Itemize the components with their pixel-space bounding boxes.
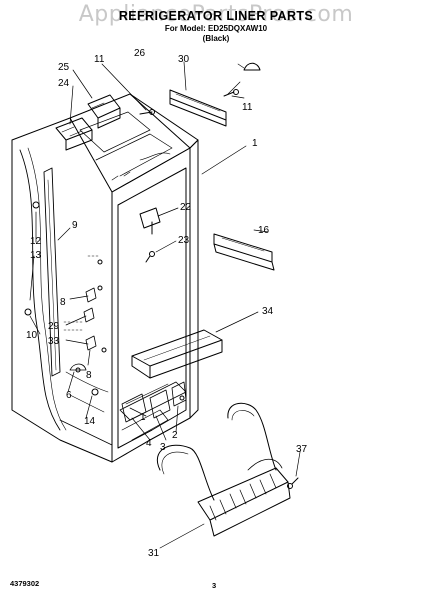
callout-8b: 8 [86, 370, 92, 381]
callout-22: 22 [180, 202, 192, 213]
callout-12: 12 [30, 236, 42, 247]
watermark: AppliancePartsPros.com [78, 2, 354, 27]
callout-2: 2 [172, 430, 178, 441]
part-34-shelf-rail [131, 329, 223, 379]
callout-1: 1 [252, 138, 258, 149]
part-26-rail [169, 89, 227, 127]
model-number: For Model: ED25DQXAW10 [164, 24, 268, 33]
callout-31: 31 [148, 548, 160, 559]
document-number: 4379302 [10, 579, 40, 588]
callout-11: 11 [94, 54, 105, 65]
callout-30: 30 [178, 54, 190, 65]
callout-34: 34 [262, 306, 274, 317]
callout-9: 9 [72, 220, 78, 231]
part-37-screw [287, 477, 299, 489]
callout-16: 16 [258, 225, 270, 236]
part-11-screw-right [223, 89, 239, 97]
callout-10: 10 [26, 330, 38, 341]
color-variant: (Black) [202, 34, 230, 43]
leader-lines [29, 61, 301, 549]
part-31-crisper-cover [156, 402, 291, 537]
callout-24: 24 [58, 78, 70, 89]
callout-numbers: 30 26 11 25 24 11 1 22 9 16 23 12 13 8 3… [26, 48, 308, 559]
callout-6: 6 [66, 390, 72, 401]
liner-cabinet [11, 93, 199, 463]
callout-4: 4 [146, 438, 152, 449]
part-22-bracket [139, 207, 161, 235]
callout-8: 8 [60, 297, 66, 308]
part-11-screw-top [139, 109, 155, 115]
callout-25: 25 [58, 62, 70, 73]
callout-26: 26 [134, 48, 146, 59]
part-25-24-bracket [55, 94, 121, 151]
callout-29: 29 [48, 321, 60, 332]
part-23-screw [145, 251, 155, 263]
callout-1b: 1 [140, 412, 146, 423]
callout-14: 14 [84, 416, 96, 427]
callout-33: 33 [48, 336, 60, 347]
callout-3: 3 [160, 442, 166, 453]
callout-23: 23 [178, 235, 190, 246]
callout-11b: 11 [242, 102, 253, 113]
page-number: 3 [212, 581, 217, 590]
callout-13: 13 [30, 250, 42, 261]
part-30-clip [237, 62, 261, 71]
callout-37: 37 [296, 444, 308, 455]
diagram-title: REFRIGERATOR LINER PARTS [118, 9, 314, 23]
part-16-trim [213, 233, 275, 271]
